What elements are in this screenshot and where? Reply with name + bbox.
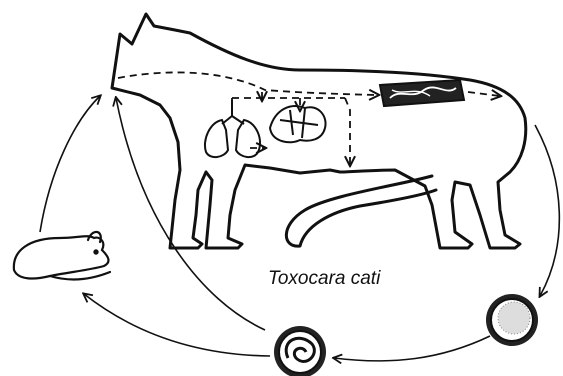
cat-outline (112, 14, 526, 248)
embryonated-egg (274, 326, 326, 376)
liver-illustration (270, 106, 326, 142)
life-cycle-arrows (40, 96, 559, 361)
species-caption: Toxocara cati (268, 268, 380, 290)
unembryonated-egg (486, 294, 538, 346)
mouse-illustration (14, 232, 110, 280)
intestine-illustration (380, 80, 464, 106)
